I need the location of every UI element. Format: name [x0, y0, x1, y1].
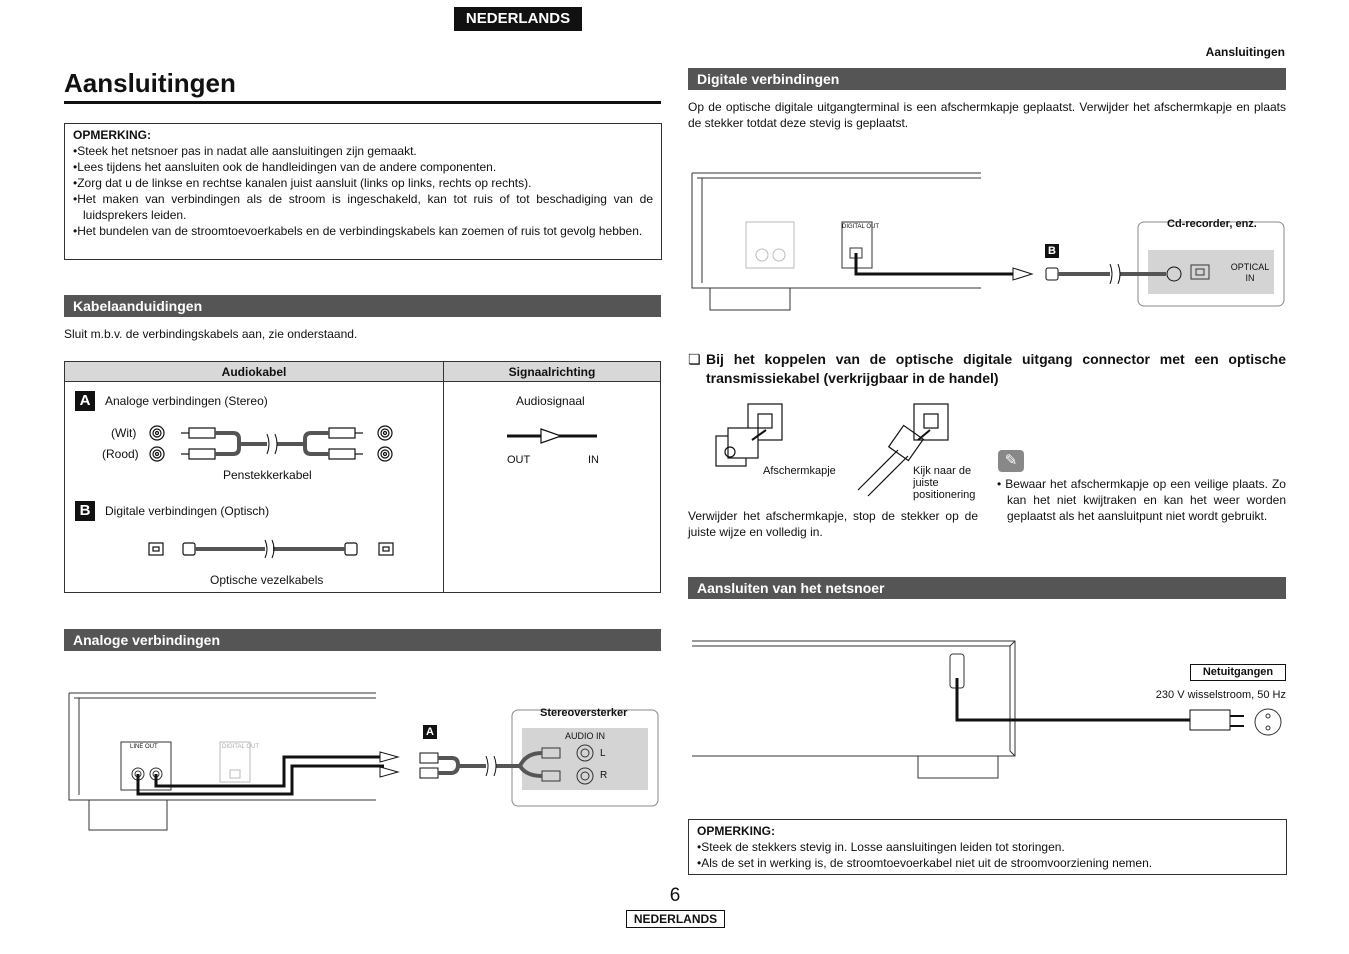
note-top-title: OPMERKING: [73, 128, 151, 142]
outlet-label: Netuitgangen [1190, 664, 1286, 681]
section-heading-cables: Kabelaanduidingen [64, 295, 661, 317]
cable-table: Audiokabel Signaalrichting A Analoge ver… [64, 361, 661, 593]
footer-language: NEDERLANDS [626, 910, 725, 928]
page-number: 6 [669, 885, 681, 906]
note-bottom-item: Als de set in werking is, de stroomtoevo… [697, 855, 1278, 871]
note-bottom: OPMERKING: Steek de stekkers stevig in. … [688, 819, 1287, 875]
note-top-item: Zorg dat u de linkse en rechtse kanalen … [73, 175, 653, 191]
red-label: (Rood) [102, 447, 139, 461]
col-header-audio-cable: Audiokabel [65, 362, 443, 382]
optical-in-label: OPTICAL IN [1230, 262, 1270, 283]
analog-mark-a: A [423, 725, 437, 739]
section-heading-digital: Digitale verbindingen [688, 68, 1286, 90]
analog-line-out-label: LINE OUT [130, 744, 158, 750]
analog-diagram [68, 692, 659, 831]
signal-in: IN [588, 454, 599, 466]
section-heading-analog: Analoge verbindingen [64, 629, 661, 651]
cables-intro: Sluit m.b.v. de verbindingskabels aan, z… [64, 327, 358, 341]
amp-r: R [600, 770, 608, 781]
note-top-item: Het maken van verbindingen als de stroom… [73, 191, 653, 223]
title-rule [64, 101, 661, 104]
signal-label: Audiosignaal [516, 394, 585, 408]
recorder-label: Cd-recorder, enz. [1167, 218, 1257, 230]
mark-b: B [75, 501, 95, 521]
remove-cap-text: Verwijder het afschermkapje, stop de ste… [688, 509, 978, 539]
optical-label: Digitale verbindingen (Optisch) [105, 504, 270, 518]
optical-cable-drawing [148, 539, 394, 559]
analog-label: Analoge verbindingen (Stereo) [105, 394, 268, 408]
mark-a: A [75, 391, 95, 411]
note-top: OPMERKING: Steek het netsnoer pas in nad… [64, 123, 662, 260]
digital-mark-b: B [1045, 244, 1059, 258]
amp-label: Stereoversterker [540, 707, 628, 719]
checkbox-icon: ❏ [688, 351, 701, 367]
pin-cable-drawing [149, 425, 393, 462]
analog-digital-out-label: DIGITAL OUT [222, 744, 260, 750]
signal-out: OUT [507, 454, 531, 466]
power-diagram [692, 640, 1282, 779]
pin-cable-label: Penstekkerkabel [223, 468, 312, 482]
digital-out-label: DIGITAL OUT [842, 224, 880, 230]
section-heading-power: Aansluiten van het netsnoer [688, 577, 1286, 599]
running-head: Aansluitingen [1205, 45, 1285, 59]
note-top-item: Steek het netsnoer pas in nadat alle aan… [73, 143, 653, 159]
digital-diagram [691, 172, 1285, 311]
optical-tip-heading-text: Bij het koppelen van de optische digital… [706, 351, 1286, 386]
white-label: (Wit) [111, 426, 137, 440]
note-bottom-item: Steek de stekkers stevig in. Losse aansl… [697, 839, 1278, 855]
signal-arrow [507, 428, 597, 444]
position-label: Kijk naar de juiste positionering [913, 465, 976, 501]
cap-illustration [715, 403, 949, 497]
cap-label: Afschermkapje [763, 465, 836, 477]
note-top-item: Het bundelen van de stroomtoevoerkabels … [73, 223, 653, 239]
keep-cap-text: • Bewaar het afschermkapje op een veilig… [997, 477, 1286, 523]
page-title: Aansluitingen [64, 68, 236, 98]
amp-audio-in: AUDIO IN [565, 731, 606, 741]
optical-cable-label: Optische vezelkabels [210, 573, 324, 587]
col-header-signal: Signaalrichting [444, 362, 660, 382]
table-divider [443, 362, 444, 592]
amp-l: L [600, 748, 606, 759]
pencil-icon: ✎ [998, 450, 1024, 472]
keep-cap-text-body: Bewaar het afschermkapje op een veilige … [1005, 477, 1286, 523]
note-bottom-title: OPMERKING: [697, 824, 775, 838]
note-top-item: Lees tijdens het aansluiten ook de handl… [73, 159, 653, 175]
optical-tip-heading: ❏ Bij het koppelen van de optische digit… [688, 350, 1286, 388]
digital-text: Op de optische digitale uitgangterminal … [688, 100, 1286, 130]
language-tab: NEDERLANDS [454, 7, 582, 31]
voltage-label: 230 V wisselstroom, 50 Hz [1155, 689, 1286, 701]
